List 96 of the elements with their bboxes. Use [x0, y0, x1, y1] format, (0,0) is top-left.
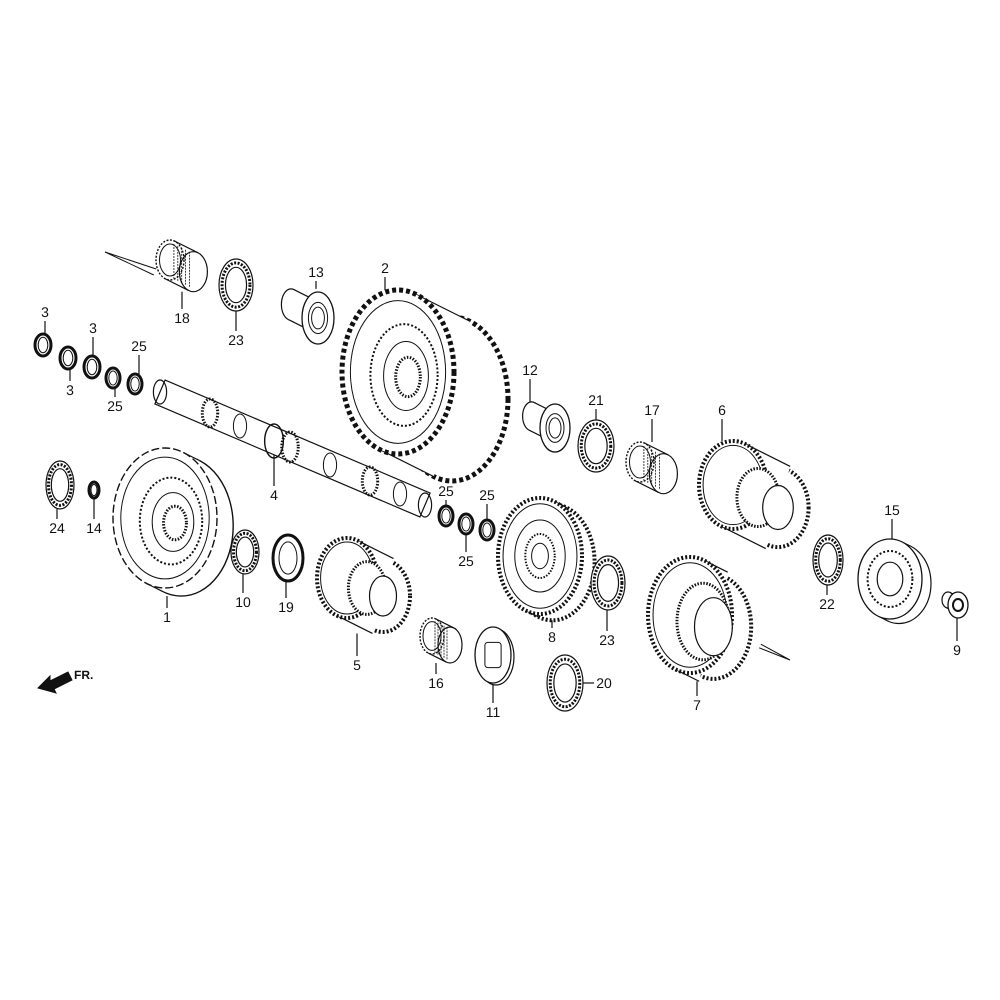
- callout-number: 5: [353, 658, 361, 672]
- ring-drawing: [458, 512, 474, 536]
- callout-number: 25: [107, 399, 123, 413]
- leader-line: [384, 277, 386, 290]
- leader-line: [696, 681, 698, 696]
- callout-number: 19: [278, 600, 294, 614]
- callout-number: 18: [174, 311, 190, 325]
- ring-drawing: [34, 332, 52, 358]
- callout-number: 3: [89, 321, 97, 335]
- washer-drawing: [812, 534, 844, 586]
- callout-number: 9: [953, 643, 961, 657]
- callout-number: 6: [718, 403, 726, 417]
- ring-drawing: [478, 518, 496, 542]
- leader-line: [595, 409, 597, 420]
- callout-number: 25: [479, 488, 495, 502]
- leader-line: [492, 685, 494, 703]
- leader-line: [435, 663, 437, 674]
- washer-drawing: [577, 419, 615, 473]
- callout-number: 24: [49, 521, 65, 535]
- gear-drawing: [646, 555, 754, 682]
- drum-drawing: [340, 288, 510, 484]
- bearing-drawing: [419, 617, 463, 664]
- leader-line: [285, 581, 287, 598]
- callout-number: 2: [381, 261, 389, 275]
- leader-line: [651, 419, 653, 442]
- leader-line: [56, 509, 58, 519]
- leader-line: [69, 369, 71, 381]
- callout-number: 17: [644, 403, 660, 417]
- callout-number: 16: [428, 676, 444, 690]
- callout-number: 25: [131, 339, 147, 353]
- callout-number: 8: [548, 630, 556, 644]
- plate-drawing: [474, 626, 515, 686]
- gear-drawing: [315, 536, 412, 634]
- bearing-drawing: [625, 441, 678, 494]
- leader-line: [114, 388, 116, 397]
- leader-line: [445, 500, 447, 506]
- ring-drawing: [88, 480, 100, 500]
- callout-number: 13: [308, 265, 324, 279]
- callout-number: 25: [458, 554, 474, 568]
- leader-line: [826, 585, 828, 595]
- callout-number: 22: [819, 597, 835, 611]
- leader-line: [235, 311, 237, 331]
- drum-drawing: [112, 447, 234, 597]
- callout-number: 4: [270, 488, 278, 502]
- ring-drawing: [58, 346, 78, 370]
- ring-drawing: [438, 504, 454, 528]
- leader-line: [606, 610, 608, 631]
- leader-line: [93, 498, 95, 519]
- callout-number: 1: [163, 610, 171, 624]
- leader-line: [356, 633, 358, 656]
- washer-drawing: [590, 555, 626, 611]
- callout-number: 25: [438, 484, 454, 498]
- ring-drawing: [104, 366, 122, 390]
- leader-line: [891, 519, 893, 539]
- callout-number: 10: [235, 595, 251, 609]
- callout-number: 14: [86, 521, 102, 535]
- callout-number: 11: [486, 705, 500, 719]
- plug-drawing: [941, 591, 969, 619]
- leader-line: [956, 618, 958, 641]
- gear-drawing: [496, 496, 597, 622]
- leader-line: [138, 355, 140, 374]
- washer-drawing: [45, 460, 75, 510]
- leader-line: [721, 419, 723, 441]
- callout-number: 12: [522, 363, 538, 377]
- callout-number: 20: [596, 676, 612, 690]
- leader-line: [92, 337, 94, 356]
- ring-drawing: [272, 534, 304, 582]
- gear-drawing: [697, 439, 811, 550]
- washer-drawing: [218, 258, 254, 312]
- callout-number: 23: [599, 633, 615, 647]
- leader-line: [529, 379, 531, 402]
- leader-line: [486, 504, 488, 520]
- leader-line: [242, 574, 244, 593]
- washer-drawing: [546, 654, 584, 712]
- callout-number: 3: [66, 383, 74, 397]
- callout-number: 7: [693, 698, 701, 712]
- callout-number: 3: [41, 305, 49, 319]
- washer-drawing: [230, 529, 260, 575]
- sleeve-drawing: [280, 288, 335, 345]
- callout-number: 23: [228, 333, 244, 347]
- bearing-drawing: [155, 239, 208, 292]
- ring-drawing: [82, 354, 102, 380]
- leader-line: [315, 281, 317, 289]
- leader-line: [166, 596, 168, 608]
- callout-number: 21: [588, 393, 604, 407]
- callout-number: 15: [884, 503, 900, 517]
- leader-line: [465, 534, 467, 552]
- leader-line: [273, 455, 275, 486]
- direction-label: FR.: [74, 668, 94, 682]
- leader-line: [551, 620, 553, 628]
- leader-line: [583, 682, 594, 684]
- bearing-drawing: [857, 538, 932, 624]
- leader-line: [181, 292, 183, 309]
- leader-line: [44, 321, 46, 334]
- ring-drawing: [126, 372, 144, 396]
- sleeve-drawing: [522, 401, 571, 453]
